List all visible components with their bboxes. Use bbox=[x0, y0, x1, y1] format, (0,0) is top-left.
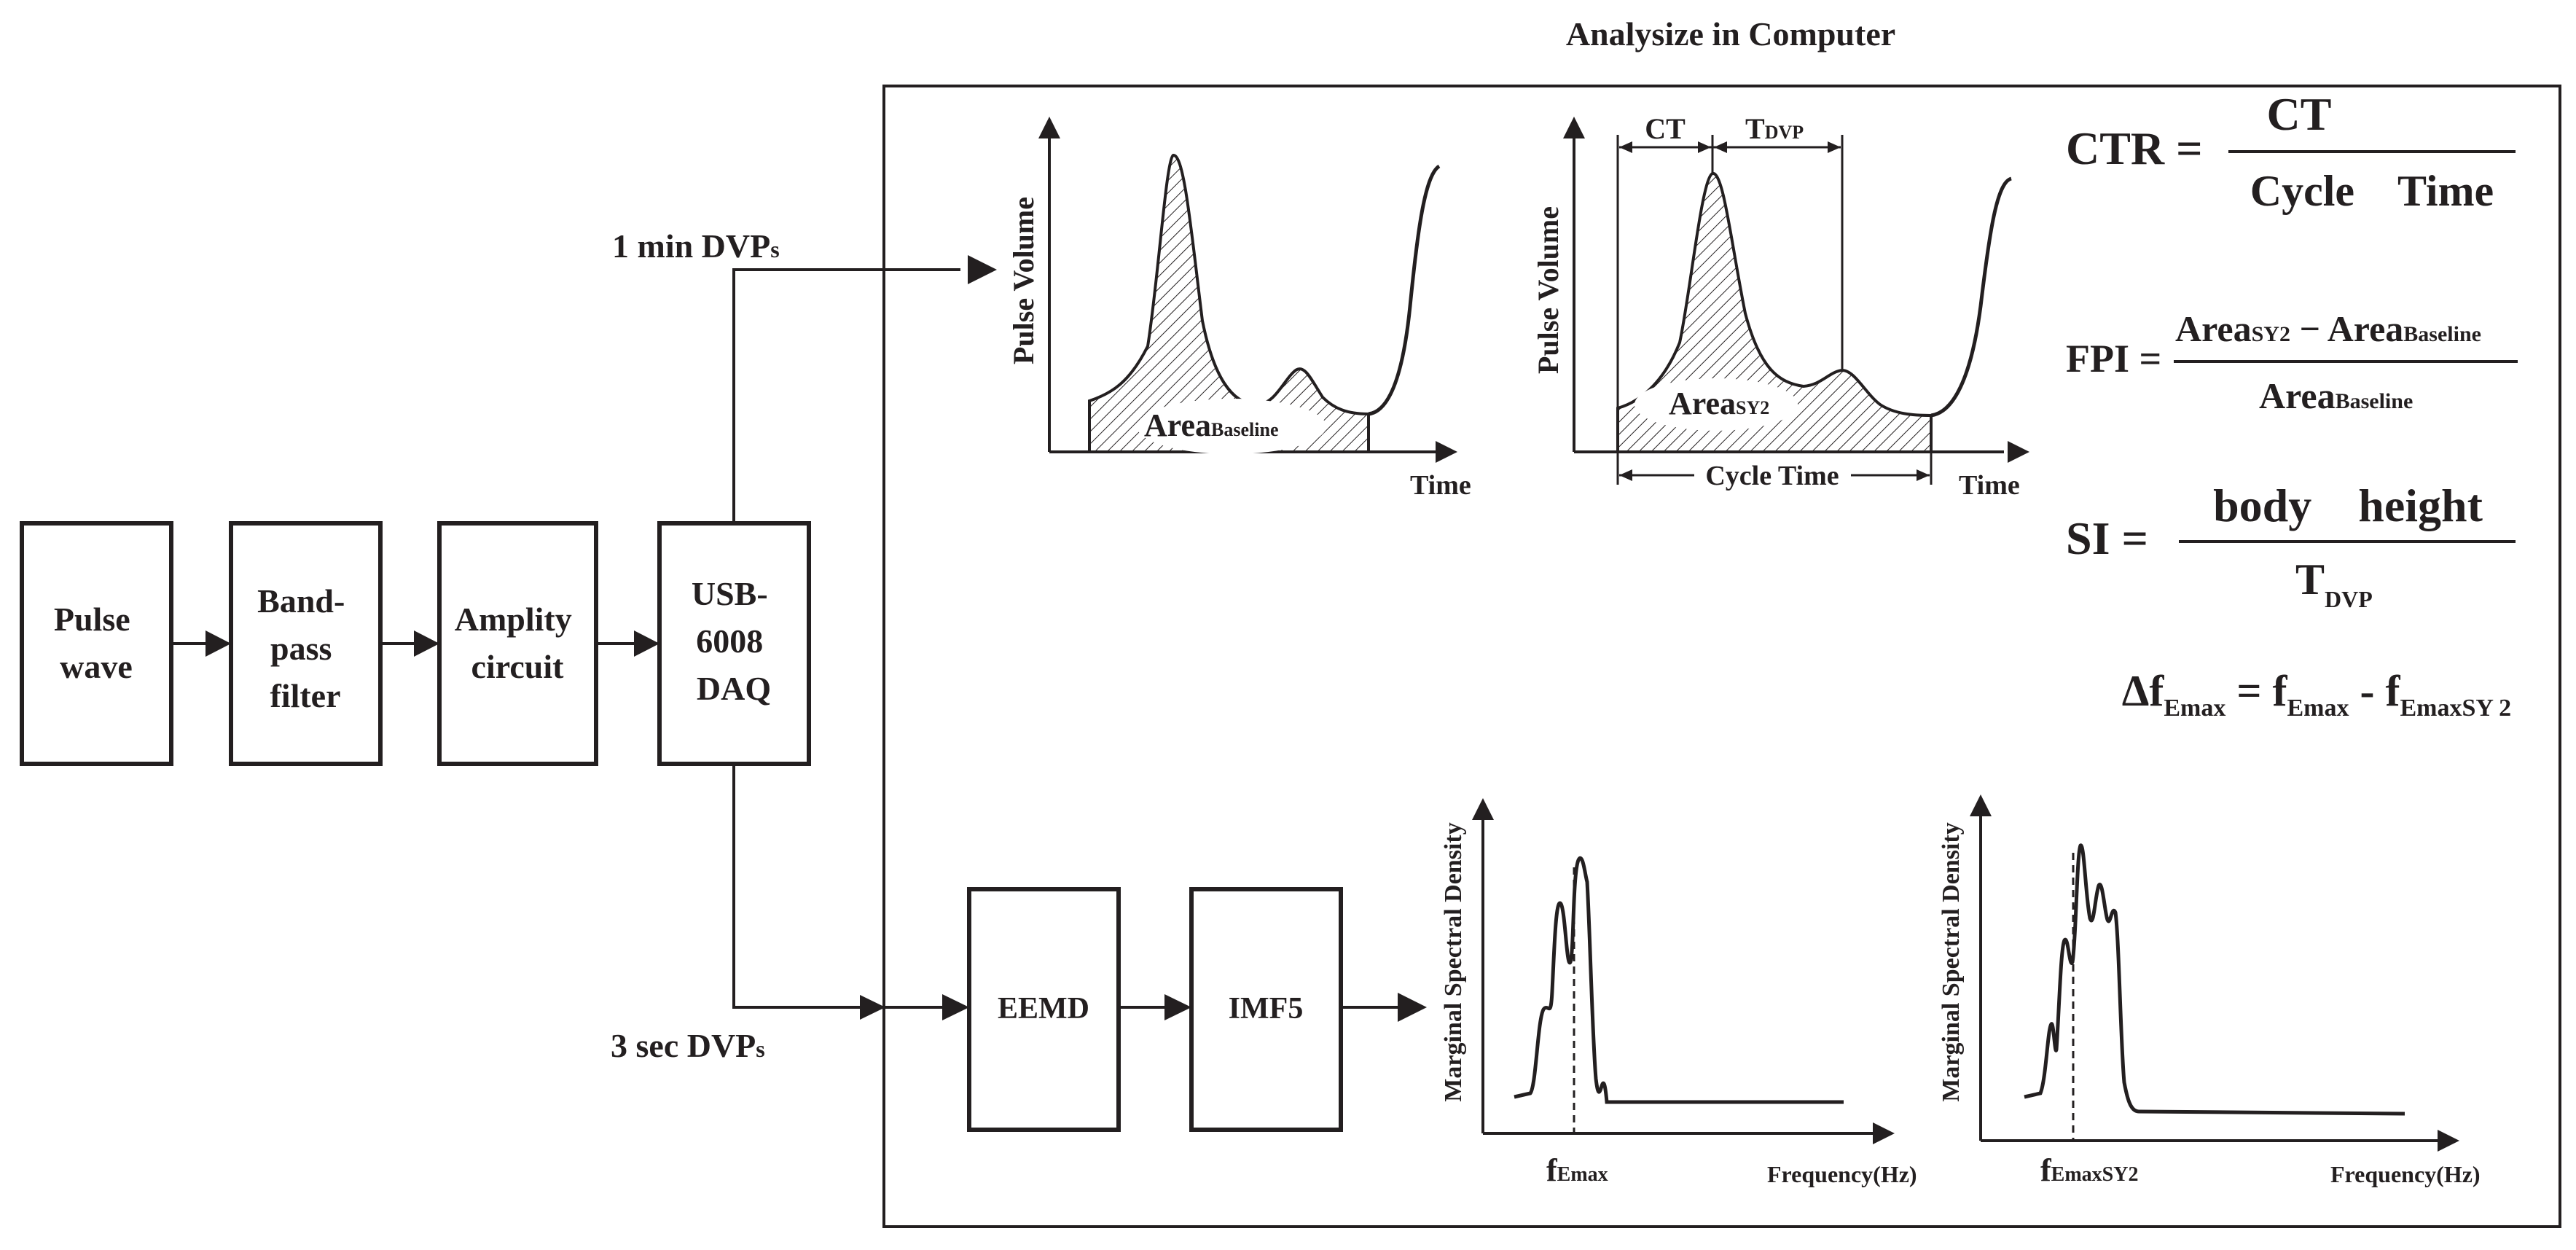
svg-text:ΔfEmax = fEmax - fEmaxSY 2: ΔfEmax = fEmax - fEmaxSY 2 bbox=[2048, 667, 2566, 725]
plot-sy2-pulse: CT TDVP Cycle Time AreaSY2 Time Pulse Vo… bbox=[1532, 112, 2029, 501]
plot-baseline-pulse: AreaBaseline Time Pulse Volume bbox=[1007, 117, 1471, 501]
area-baseline-shaded bbox=[1088, 154, 1370, 453]
plot2-xlabel: Time bbox=[1959, 470, 2020, 501]
chain-arrows bbox=[171, 630, 659, 657]
pulse-wave-label-1: Pulse bbox=[54, 601, 130, 638]
imf5-label: IMF5 bbox=[1229, 992, 1304, 1026]
plot2-ylabel: Pulse Volume bbox=[1532, 206, 1565, 374]
daq-label-1: USB- bbox=[692, 575, 768, 612]
top-branch-main: 1 min DVP bbox=[612, 227, 770, 265]
svg-text:USB- 6008 DAQ: USB- 6008 DAQ bbox=[692, 575, 776, 707]
plot3-ylabel: Marginal Spectral Density bbox=[1440, 822, 1467, 1101]
tdvp-label: TDVP bbox=[1745, 112, 1804, 145]
bottom-branch-connector bbox=[732, 764, 885, 1020]
baseline-pulse-tail bbox=[1368, 164, 1441, 416]
top-branch-connector bbox=[732, 255, 997, 523]
imf5-block bbox=[1189, 887, 1343, 1132]
bandpass-filter-block: Band- pass filter bbox=[229, 521, 383, 766]
svg-text:Amplity circuit: Amplity circuit bbox=[455, 601, 581, 685]
fpi-numerator: AreaSY2 − AreaBaseline bbox=[2175, 308, 2481, 349]
bottom-branch-main: 3 sec DVP bbox=[611, 1027, 756, 1064]
computer-frame bbox=[882, 85, 2561, 1228]
eemd-to-imf-chain: EEMD IMF5 bbox=[885, 887, 1427, 1132]
usb-daq-block: USB- 6008 DAQ bbox=[657, 521, 811, 766]
eemd-label: EEMD bbox=[998, 992, 1089, 1026]
pulse-wave-label-2: wave bbox=[60, 648, 133, 685]
si-formula: SI = body height TDVP bbox=[2066, 480, 2516, 612]
si-numerator: body height bbox=[2213, 480, 2483, 531]
ctr-formula: CTR = CT Cycle Time bbox=[2066, 88, 2516, 215]
delta-f-lhs: Δf bbox=[2122, 667, 2165, 715]
pulse-wave-block: Pulse wave bbox=[20, 521, 173, 766]
si-denominator: TDVP bbox=[2295, 555, 2373, 612]
plot-spectrum-emaxsy2: fEmaxSY2 Frequency(Hz) Marginal Spectral… bbox=[1938, 794, 2481, 1188]
ctr-lhs: CTR = bbox=[2066, 122, 2203, 174]
ctr-denominator: Cycle Time bbox=[2250, 167, 2494, 215]
plot1-ylabel: Pulse Volume bbox=[1007, 197, 1040, 364]
amplity-label-2: circuit bbox=[471, 648, 565, 685]
f-emaxsy2-label: fEmaxSY2 bbox=[2040, 1152, 2138, 1188]
spectrum-emaxsy2-curve bbox=[2024, 843, 2405, 1116]
eemd-block bbox=[967, 887, 1121, 1132]
top-branch-sub: s bbox=[770, 236, 779, 262]
ct-label: CT bbox=[1645, 112, 1686, 145]
fpi-denominator: AreaBaseline bbox=[2259, 375, 2413, 416]
sy2-pulse-tail bbox=[1930, 176, 2013, 418]
daq-label-2: 6008 bbox=[696, 622, 763, 660]
plot3-xlabel: Frequency(Hz) bbox=[1767, 1161, 1917, 1187]
f-emax-label: fEmax bbox=[1546, 1152, 1608, 1188]
spectrum-emax-curve bbox=[1514, 856, 1844, 1104]
plot1-xlabel: Time bbox=[1410, 470, 1471, 501]
plot4-ylabel: Marginal Spectral Density bbox=[1938, 822, 1965, 1101]
bottom-branch-sub: s bbox=[756, 1036, 764, 1062]
cycle-time-label: Cycle Time bbox=[1705, 461, 1839, 491]
fpi-lhs: FPI = bbox=[2066, 337, 2161, 380]
bottom-branch-label: 3 sec DVPs bbox=[611, 1027, 765, 1064]
daq-label-3: DAQ bbox=[697, 670, 771, 707]
bandpass-label-3: filter bbox=[270, 677, 340, 714]
svg-text:Pulse wave: Pulse wave bbox=[54, 601, 138, 685]
svg-text:Band- pass filter: Band- pass filter bbox=[257, 582, 353, 714]
ctr-numerator: CT bbox=[2267, 88, 2332, 140]
area-sy2-label: AreaSY2 bbox=[1669, 386, 1769, 421]
bandpass-label-1: Band- bbox=[257, 582, 345, 620]
top-branch-label: 1 min DVPs bbox=[612, 227, 780, 265]
area-baseline-label: AreaBaseline bbox=[1144, 407, 1279, 443]
amplity-circuit-block: Amplity circuit bbox=[437, 521, 598, 766]
plot-spectrum-emax: fEmax Frequency(Hz) Marginal Spectral De… bbox=[1440, 798, 1917, 1188]
delta-f-formula: ΔfEmax = fEmax - fEmaxSY 2 bbox=[2048, 667, 2566, 725]
fpi-formula: FPI = AreaSY2 − AreaBaseline AreaBaselin… bbox=[2066, 308, 2518, 416]
si-lhs: SI = bbox=[2066, 512, 2148, 564]
plot4-xlabel: Frequency(Hz) bbox=[2330, 1161, 2481, 1187]
amplity-label-1: Amplity bbox=[455, 601, 572, 638]
bandpass-label-2: pass bbox=[270, 630, 332, 667]
computer-analysis-title: Analysize in Computer bbox=[1566, 15, 1895, 52]
